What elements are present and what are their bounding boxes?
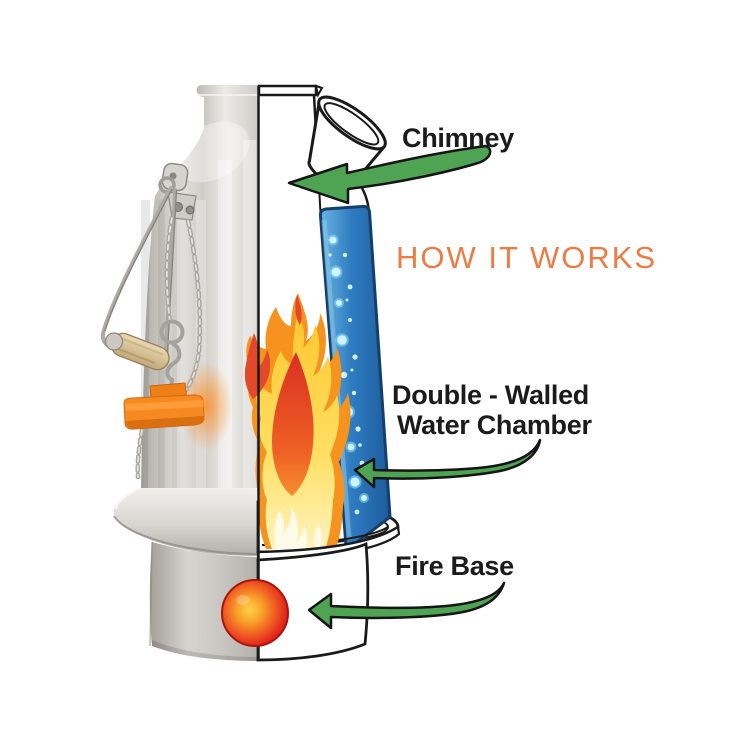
water-chamber-label: Double - Walled Water Chamber	[392, 380, 592, 440]
chain-hook	[165, 341, 182, 396]
ember-glow-reflection	[179, 361, 233, 451]
drawn-neck-lip	[257, 84, 318, 97]
kettle-lip-photo	[113, 488, 260, 556]
chimney-label: Chimney	[402, 123, 514, 153]
page-title: HOW IT WORKS	[396, 240, 658, 275]
fire-ember	[221, 579, 289, 647]
water-chamber-label-line2: Water Chamber	[397, 410, 592, 440]
wooden-handle-grip	[104, 332, 170, 371]
chimney-arrow	[287, 144, 492, 205]
fire-base-arrow	[307, 581, 506, 630]
bail-handle-wire	[100, 186, 173, 350]
fire-base-drawn	[256, 541, 370, 662]
fire-base-label: Fire Base	[395, 551, 514, 581]
hanging-chains	[135, 215, 203, 480]
kettle-neck-photo	[196, 85, 259, 130]
water-chamber-label-line1: Double - Walled	[392, 380, 589, 410]
water-chamber-arrow	[353, 438, 542, 489]
kettle-hardware	[100, 162, 233, 480]
orange-stopper	[123, 382, 205, 430]
flame-illustration	[244, 293, 351, 549]
annotation-arrows	[287, 144, 542, 630]
